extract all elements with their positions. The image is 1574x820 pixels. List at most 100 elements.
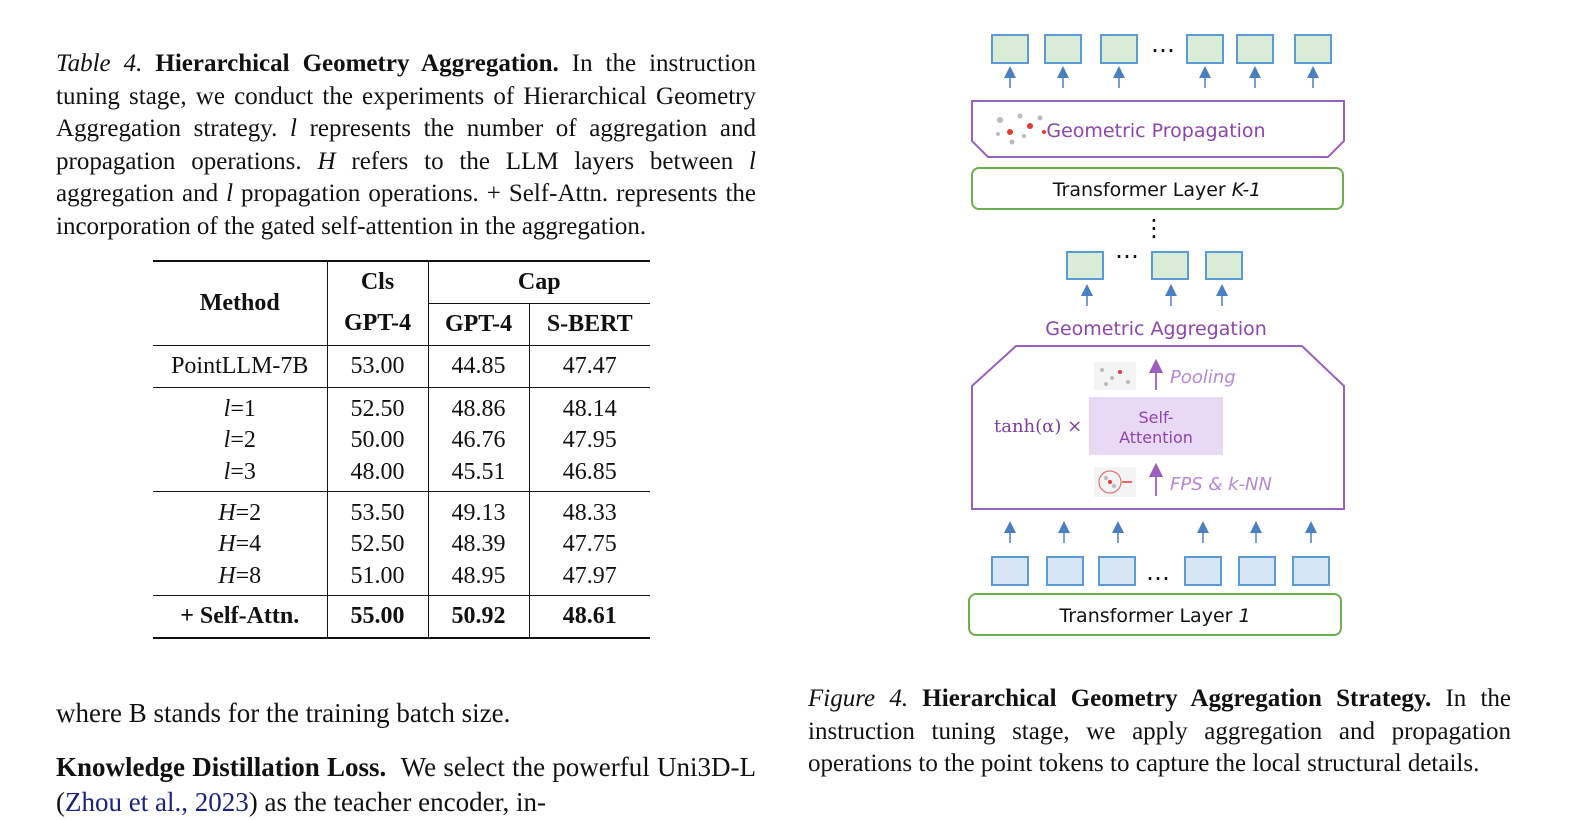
pooled-points-icon	[1094, 362, 1136, 390]
row-cls: 52.50	[326, 387, 428, 425]
row-method: l=1	[223, 395, 256, 422]
row-sbert: 47.75	[528, 529, 650, 559]
header-method: Method	[153, 261, 327, 346]
row-method: H=2	[218, 499, 262, 526]
fps-knn-icon	[1094, 467, 1136, 497]
header-sbert: S-BERT	[528, 303, 650, 345]
caption-text-3: refers to the LLM layers between	[335, 147, 750, 175]
row-method: l=2	[223, 426, 256, 453]
token	[1236, 34, 1274, 64]
figure-caption-title: Hierarchical Geometry Aggregation Strate…	[922, 685, 1432, 712]
row-method: H=8	[218, 563, 262, 590]
math-l: l	[290, 115, 297, 143]
row-cls: 55.00	[326, 595, 428, 638]
math-l: l	[749, 147, 756, 175]
geometric-propagation-label: Geometric Propagation	[1046, 120, 1265, 142]
middle-arrows	[1081, 284, 1228, 306]
kd-paragraph: Knowledge Distillation Loss. We select t…	[56, 752, 756, 817]
table-row: l=3 48.00 45.51 46.85	[153, 455, 650, 491]
row-gpt4: 44.85	[427, 345, 529, 387]
results-table: Method Cls Cap GPT-4 GPT-4 S-BERT PointL…	[153, 260, 650, 639]
token	[1044, 34, 1082, 64]
header-gpt4-cls: GPT-4	[326, 303, 428, 345]
ellipsis: …	[1146, 558, 1170, 586]
self-attention-box	[1089, 397, 1223, 455]
row-cls: 51.00	[326, 559, 428, 595]
transformer-layer-bottom-label: Transformer Layer 1	[1058, 605, 1250, 627]
table-row: H=8 51.00 48.95 47.97	[153, 559, 650, 595]
table-caption-prefix: Table 4.	[56, 50, 143, 77]
bottom-token-row: …	[991, 556, 1330, 586]
caption-text-2: represents the number of aggregation and…	[56, 115, 756, 175]
architecture-figure: … Geometric Propagation Transformer Laye…	[968, 30, 1345, 636]
token	[1238, 556, 1276, 586]
token	[1100, 34, 1138, 64]
token	[1151, 251, 1189, 280]
row-method: H=4	[218, 530, 262, 557]
table-row: + Self-Attn. 55.00 50.92 48.61	[153, 595, 650, 638]
row-sbert: 48.61	[528, 595, 650, 638]
row-cls: 53.50	[326, 491, 428, 529]
ellipsis: …	[1151, 30, 1175, 58]
transformer-layer-top	[971, 167, 1344, 210]
row-cls: 52.50	[326, 529, 428, 559]
row-cls: 48.00	[326, 455, 428, 491]
body-paragraph: where B stands for the training batch si…	[56, 698, 511, 728]
table-row: l=2 50.00 46.76 47.95	[153, 425, 650, 455]
table-row: H=4 52.50 48.39 47.75	[153, 529, 650, 559]
geometric-aggregation-label: Geometric Aggregation	[1045, 318, 1267, 340]
table-row: H=2 53.50 49.13 48.33	[153, 491, 650, 529]
math-H: H	[317, 147, 336, 175]
row-sbert: 47.97	[528, 559, 650, 595]
row-cls: 53.00	[326, 345, 428, 387]
point-cloud-icon	[996, 113, 1046, 145]
figure-caption-prefix: Figure 4.	[808, 685, 909, 712]
token	[1066, 251, 1104, 280]
row-gpt4: 50.92	[427, 595, 529, 638]
kd-heading: Knowledge Distillation Loss.	[56, 752, 387, 782]
caption-text-4: aggregation and	[56, 180, 227, 208]
token	[991, 34, 1029, 64]
token	[1205, 251, 1243, 280]
tanh-gate-label: tanh(α) ×	[994, 416, 1082, 437]
row-sbert: 48.14	[528, 387, 650, 425]
row-method: PointLLM-7B	[171, 352, 309, 379]
caption-text-5: propagation operations. + Self-Attn. rep…	[56, 180, 756, 240]
top-arrows	[1004, 66, 1319, 88]
table-row: l=1 52.50 48.86 48.14	[153, 387, 650, 425]
token	[1294, 34, 1332, 64]
header-cls: Cls	[326, 261, 428, 303]
self-attention-label-1: Self-	[1139, 408, 1174, 427]
table-row: PointLLM-7B 53.00 44.85 47.47	[153, 345, 650, 387]
token	[991, 556, 1029, 586]
self-attention-label-2: Attention	[1119, 428, 1193, 447]
math-l: l	[226, 180, 234, 208]
transformer-layer-top-label: Transformer Layer K-1	[1052, 179, 1262, 201]
token	[1186, 34, 1224, 64]
citation-link[interactable]: Zhou et al., 2023	[65, 787, 249, 817]
figure-caption-body: In the instruction tuning stage, we appl…	[808, 685, 1512, 778]
row-method: + Self-Attn.	[180, 602, 300, 629]
fps-knn-label: FPS & k-NN	[1170, 474, 1272, 495]
row-cls: 50.00	[326, 425, 428, 455]
row-gpt4: 45.51	[427, 455, 529, 491]
vertical-ellipsis: ⋮	[1142, 214, 1166, 242]
header-cap: Cap	[427, 261, 650, 304]
row-sbert: 48.33	[528, 491, 650, 529]
ellipsis: …	[1115, 236, 1139, 264]
row-gpt4: 46.76	[427, 425, 529, 455]
top-token-row: …	[991, 30, 1332, 64]
header-gpt4-cap: GPT-4	[427, 303, 529, 345]
row-gpt4: 48.39	[427, 529, 529, 559]
row-sbert: 47.95	[528, 425, 650, 455]
token	[1046, 556, 1084, 586]
row-sbert: 46.85	[528, 455, 650, 491]
pooling-label: Pooling	[1170, 367, 1236, 388]
row-sbert: 47.47	[528, 345, 650, 387]
row-method: l=3	[223, 459, 256, 486]
token	[1292, 556, 1330, 586]
geometric-propagation-block	[971, 100, 1345, 158]
token	[1098, 556, 1136, 586]
caption-text-1: In the instruction tuning stage, we cond…	[56, 50, 757, 143]
token	[1184, 556, 1222, 586]
